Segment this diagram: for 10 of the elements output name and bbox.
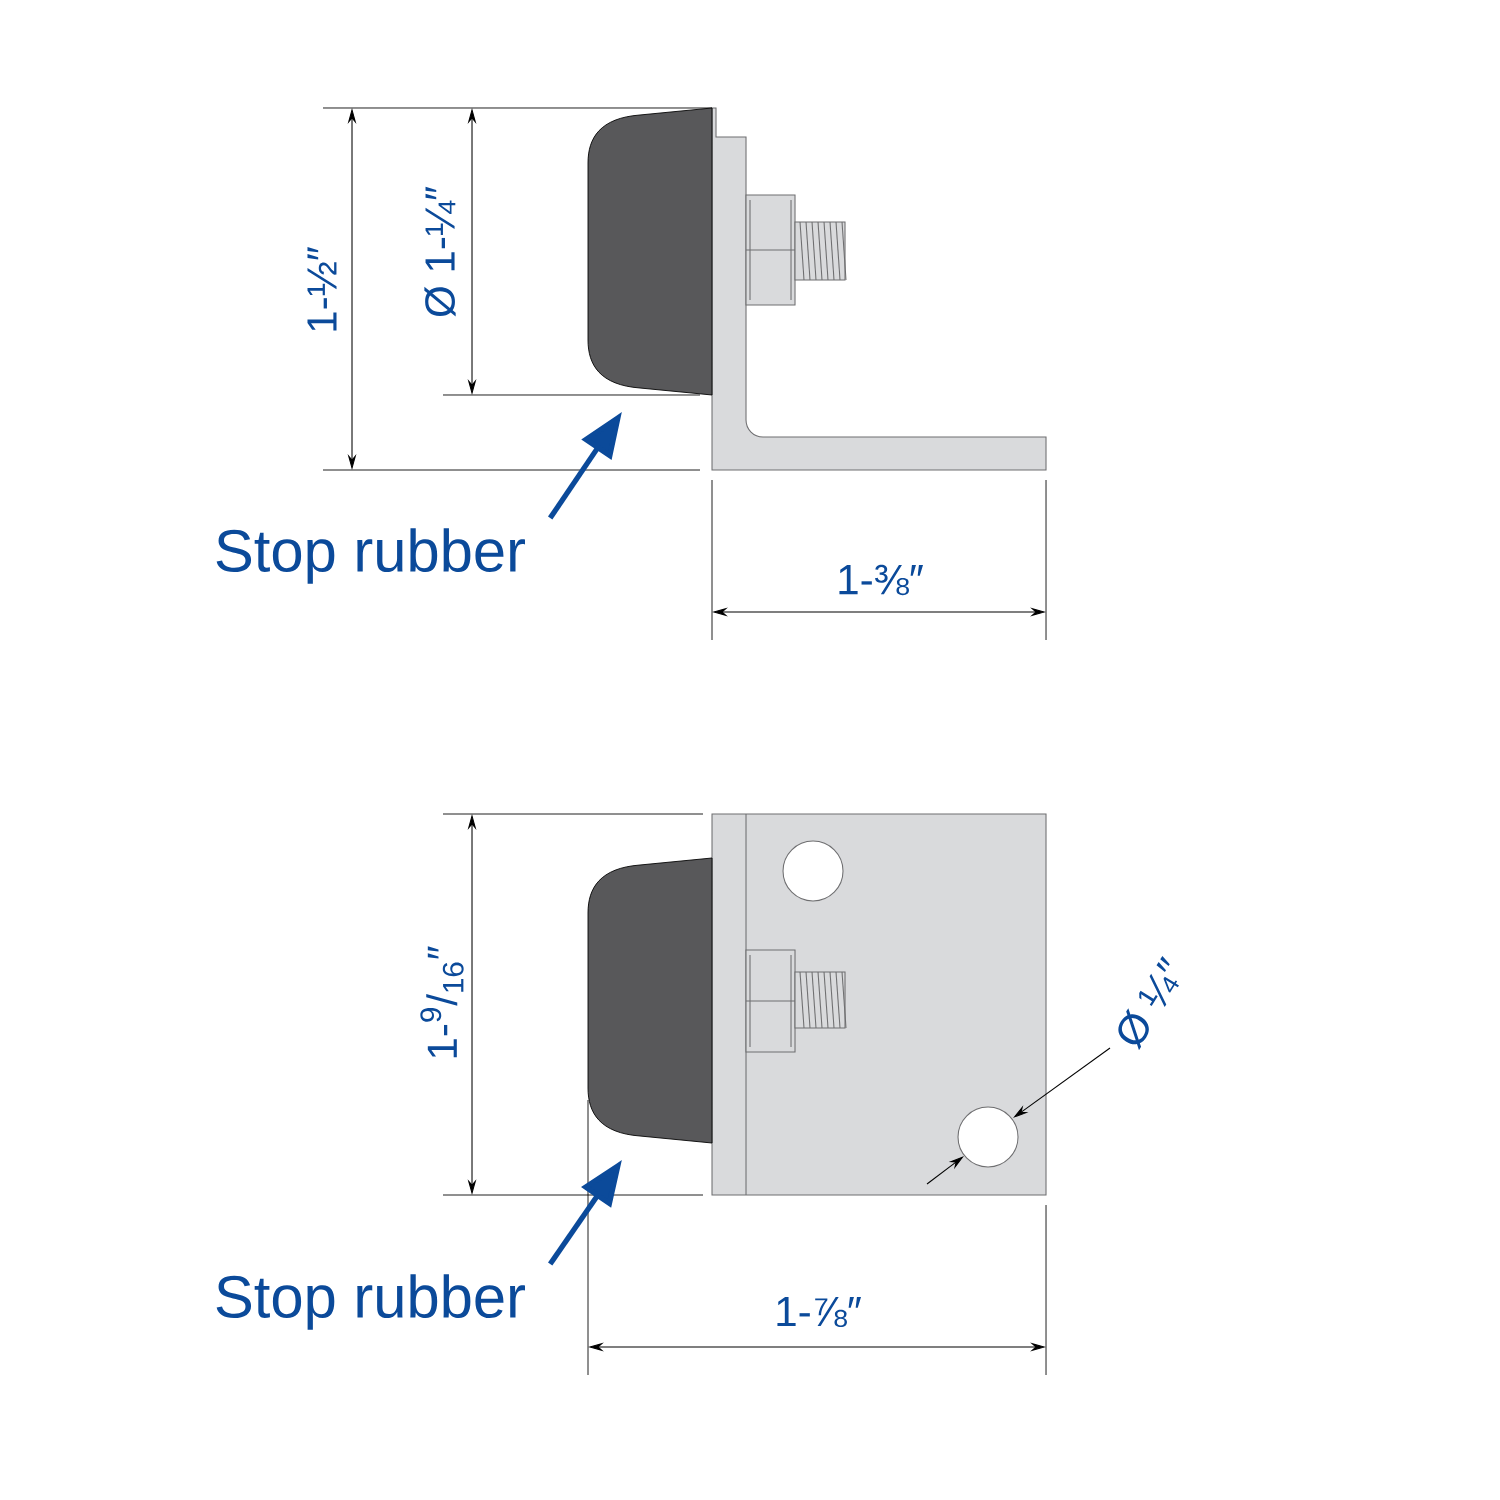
callout-text: Stop rubber: [216, 528, 525, 584]
dimension-label: Ø ¼″: [1118, 955, 1179, 1051]
dimension-label: 1-⅜″: [839, 564, 923, 596]
dimension-label: Ø 1-¼″: [424, 186, 456, 317]
dimension-label: 1-$^{9}$/$_{16}$″: [420, 946, 464, 1058]
callout-text: Stop rubber: [216, 1274, 525, 1330]
rubber-pad: [587, 107, 713, 396]
dimension-label: 1-⅞″: [777, 1297, 861, 1327]
dimension-label: 1-½″: [307, 247, 337, 331]
rubber-pad: [587, 857, 713, 1144]
